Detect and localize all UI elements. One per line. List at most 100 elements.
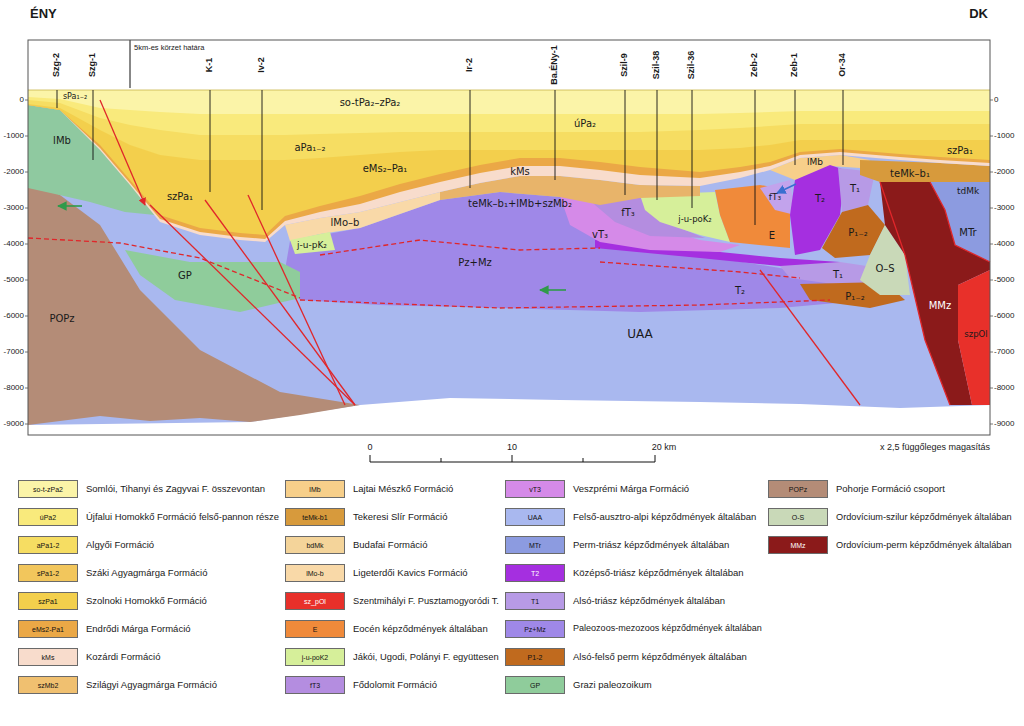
legend-code: aPa1-2: [37, 542, 60, 549]
legend-code: P1-2: [528, 654, 543, 661]
legend-code: vT3: [529, 486, 541, 493]
formation-label: kMs: [510, 166, 530, 177]
rock-unit: [880, 182, 990, 405]
borehole-name: Ba.ÉNy-1: [550, 45, 560, 85]
borehole-line: [470, 90, 471, 188]
legend-swatch: T2: [505, 564, 565, 582]
legend-item: so-t-zPa2Somlói, Tihanyi és Zagyvai F. ö…: [18, 480, 19, 498]
legend-label: Algyői Formáció: [86, 540, 154, 550]
formation-label: O–S: [875, 263, 894, 274]
rock-unit: [28, 90, 990, 114]
note-label: x 2,5 függőleges magasítás: [880, 443, 990, 453]
legend-label: Fődolomit Formáció: [353, 680, 437, 690]
formation-label: aPa₁₋₂: [294, 142, 325, 153]
legend-label: Ligeterdői Kavics Formáció: [353, 568, 468, 578]
rock-unit: [28, 90, 990, 235]
direction-label: ÉNY: [30, 7, 57, 21]
formation-label: Pz+Mz: [458, 257, 492, 268]
formation-label: POPz: [49, 313, 74, 324]
legend-swatch: fT3: [285, 676, 345, 694]
borehole-line: [625, 90, 626, 195]
legend-swatch: GP: [505, 676, 565, 694]
rock-unit: [640, 192, 730, 242]
borehole-name: Szil-38: [652, 51, 662, 80]
rock-unit: [290, 232, 335, 254]
legend-item: aPa1-2Algyői Formáció: [18, 536, 19, 554]
borehole-name: Ir-2: [465, 58, 475, 72]
formation-label: lMb: [807, 158, 823, 168]
legend-label: Paleozoos-mezozoos képződmények általába…: [573, 624, 762, 634]
legend-label: Grazi paleozoikum: [573, 680, 652, 690]
legend-label: Jákói, Ugodi, Polányi F. együttesen: [353, 652, 499, 662]
depth-label: -9000: [4, 420, 24, 429]
legend-item: P1-2Alsó-felső perm képződmények általáb…: [505, 648, 506, 666]
borehole-line: [795, 90, 796, 165]
formation-label: eMs₂–Pa₁: [363, 163, 408, 174]
legend-code: MMz: [790, 542, 805, 549]
depth-label: -9000: [994, 420, 1014, 429]
legend-item: úPa2Újfalui Homokkő Formáció felső-panno…: [18, 508, 19, 526]
formation-label: MMz: [929, 300, 952, 311]
legend-item: Pz+MzPaleozoos-mezozoos képződmények ált…: [505, 620, 506, 638]
legend-code: eMs2-Pa1: [32, 626, 64, 633]
legend-label: Száki Agyagmárga Formáció: [86, 568, 207, 578]
thrust-line: [600, 262, 800, 278]
legend-label: Budafai Formáció: [353, 540, 427, 550]
depth-label: -6000: [4, 312, 24, 321]
faults: [28, 100, 990, 405]
movement-arrow: [540, 289, 566, 291]
boreholes: [57, 90, 843, 225]
depth-label: -4000: [994, 240, 1014, 249]
legend-item: eMs2-Pa1Endrődi Márga Formáció: [18, 620, 19, 638]
legend-code: kMs: [42, 654, 55, 661]
formation-label: T₂: [735, 285, 745, 296]
borehole-name: Zeb-1: [790, 53, 800, 77]
movement-arrow: [777, 184, 796, 193]
legend-code: szMb2: [38, 682, 59, 689]
legend-label: Endrődi Márga Formáció: [86, 624, 191, 634]
legend-code: szPa1: [38, 598, 57, 605]
legend-swatch: lMo-b: [285, 564, 345, 582]
scale-label: 10: [507, 443, 517, 453]
legend-label: Tekeresi Slír Formáció: [353, 512, 448, 522]
fault-line: [248, 195, 345, 405]
legend-code: UAA: [528, 514, 542, 521]
depth-label: -2000: [4, 168, 24, 177]
borehole-name: Zeb-2: [750, 53, 760, 77]
rock-unit: [28, 90, 990, 242]
rock-unit: [28, 90, 990, 239]
formation-label: j-u-poK₂: [678, 215, 711, 224]
fault-line: [930, 182, 990, 262]
formation-label: fT₃: [769, 193, 781, 203]
formation-label: szpOl: [964, 330, 987, 339]
depth-label: -1000: [4, 132, 24, 141]
legend-swatch: kMs: [18, 648, 78, 666]
fault-line: [205, 200, 355, 405]
depth-label: 0: [20, 96, 24, 105]
borehole-line: [210, 90, 211, 192]
legend-swatch: Pz+Mz: [505, 620, 565, 638]
formation-label: T₂: [815, 193, 825, 204]
formation-label: GP: [178, 270, 192, 281]
legend-code: j-u-poK2: [302, 654, 328, 661]
depth-label: -8000: [4, 384, 24, 393]
depth-ticks: [25, 100, 993, 424]
formation-label: UAA: [627, 328, 653, 341]
depth-label: -8000: [994, 384, 1014, 393]
legend-label: Alsó-triász képződmények általában: [573, 596, 725, 606]
borehole-name: Szg-1: [88, 53, 98, 77]
legend-code: lMo-b: [306, 570, 324, 577]
borehole-name: K-1: [205, 58, 215, 73]
legend-code: T2: [531, 570, 539, 577]
legend-label: Somlói, Tihanyi és Zagyvai F. összevonta…: [86, 484, 265, 494]
legend-item: O-SOrdovícium-szilur képződmények általá…: [768, 508, 769, 526]
rock-unit: [760, 180, 795, 215]
legend-item: szMb2Szilágyi Agyagmárga Formáció: [18, 676, 19, 694]
legend-item: UAAFelső-ausztro-alpi képződmények által…: [505, 508, 506, 526]
legend-label: Szentmihályi F. Pusztamogyoródi T.: [353, 596, 499, 606]
legend-swatch: szPa1: [18, 592, 78, 610]
legend-code: sz_pOl: [304, 598, 326, 605]
legend-label: Középső-triász képződmények általában: [573, 568, 744, 578]
